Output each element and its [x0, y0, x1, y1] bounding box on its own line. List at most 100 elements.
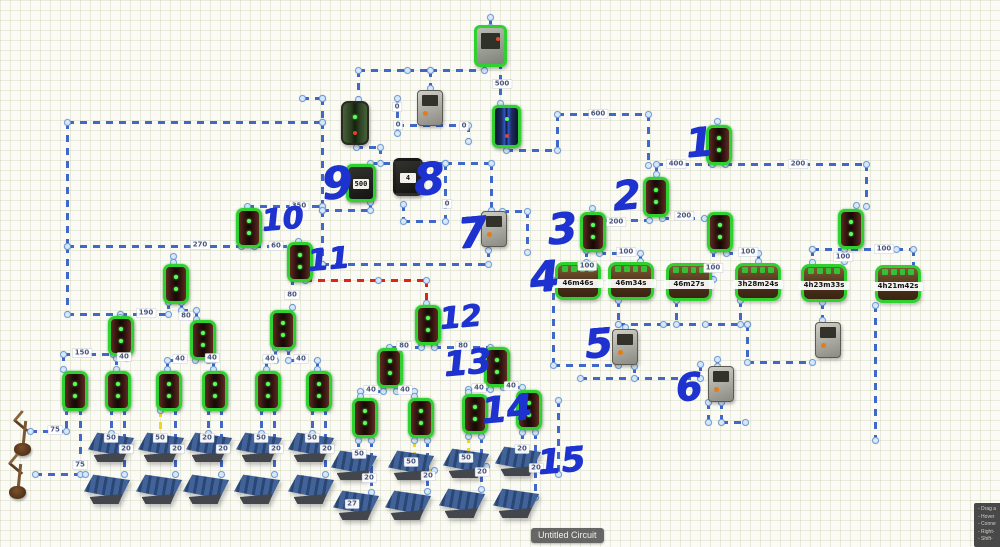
battery[interactable] — [190, 320, 216, 360]
wire[interactable] — [896, 248, 913, 251]
solar-panel[interactable] — [288, 474, 334, 504]
wire[interactable] — [865, 164, 868, 206]
wire[interactable] — [521, 432, 524, 448]
wire-junction[interactable] — [393, 129, 401, 137]
wire[interactable] — [721, 421, 745, 424]
wire[interactable] — [757, 253, 760, 261]
wire-junction[interactable] — [81, 470, 89, 478]
wire-junction[interactable] — [399, 200, 407, 208]
battery[interactable] — [415, 305, 441, 345]
wire[interactable] — [67, 121, 322, 124]
wire[interactable] — [181, 309, 196, 312]
battery[interactable] — [643, 177, 669, 217]
wire[interactable] — [322, 209, 370, 212]
counter[interactable]: 500 — [346, 164, 376, 202]
wire[interactable] — [369, 202, 372, 210]
wire[interactable] — [357, 70, 360, 99]
wire[interactable] — [506, 149, 557, 152]
wire-junction[interactable] — [374, 276, 382, 284]
counter[interactable]: 4 — [393, 158, 423, 196]
circuit-title[interactable]: Untitled Circuit — [531, 528, 604, 543]
timer[interactable]: 4h21m42s — [873, 265, 923, 303]
wire[interactable] — [30, 430, 66, 433]
wire[interactable] — [305, 279, 378, 282]
wire[interactable] — [195, 310, 198, 319]
solar-panel[interactable] — [385, 490, 431, 520]
wire[interactable] — [302, 97, 322, 100]
wire[interactable] — [425, 280, 428, 303]
wire-junction[interactable] — [270, 470, 278, 478]
wire-junction[interactable] — [741, 418, 749, 426]
wire-junction[interactable] — [553, 146, 561, 154]
wire[interactable] — [487, 250, 490, 264]
wire-junction[interactable] — [318, 118, 326, 126]
wire-junction[interactable] — [426, 66, 434, 74]
battery[interactable] — [108, 316, 134, 356]
wire-junction[interactable] — [403, 66, 411, 74]
wire-junction[interactable] — [376, 159, 384, 167]
wire-junction[interactable] — [164, 310, 172, 318]
wire-junction[interactable] — [743, 320, 751, 328]
wire-junction[interactable] — [487, 159, 495, 167]
sensor-meter[interactable] — [417, 90, 443, 126]
wire-junction[interactable] — [441, 159, 449, 167]
wire[interactable] — [633, 366, 636, 378]
wire[interactable] — [552, 280, 555, 365]
wire[interactable] — [812, 248, 896, 251]
wire[interactable] — [322, 263, 488, 266]
wire-junction[interactable] — [354, 66, 362, 74]
wire-junction[interactable] — [909, 245, 917, 253]
wire[interactable] — [663, 323, 705, 326]
wind-turbine[interactable] — [5, 452, 31, 499]
battery[interactable] — [105, 371, 131, 411]
wire[interactable] — [207, 408, 210, 433]
wire-junction[interactable] — [217, 470, 225, 478]
wire[interactable] — [167, 302, 170, 314]
wire[interactable] — [402, 204, 405, 221]
solar-panel[interactable] — [439, 488, 485, 518]
battery[interactable] — [352, 398, 378, 438]
wire[interactable] — [655, 164, 658, 174]
wire-junction[interactable] — [423, 487, 431, 495]
wire[interactable] — [557, 400, 560, 474]
wire[interactable] — [67, 313, 120, 316]
wire[interactable] — [467, 125, 470, 141]
battery[interactable] — [516, 390, 542, 430]
wire-junction[interactable] — [852, 201, 860, 209]
wire-junction[interactable] — [486, 13, 494, 21]
wire[interactable] — [212, 360, 215, 369]
wire-junction[interactable] — [163, 356, 171, 364]
wire-junction[interactable] — [366, 206, 374, 214]
wire-junction[interactable] — [298, 94, 306, 102]
battery[interactable] — [484, 347, 510, 387]
wire-junction[interactable] — [26, 427, 34, 435]
wire[interactable] — [699, 364, 702, 378]
wire-junction[interactable] — [31, 470, 39, 478]
wire-junction[interactable] — [554, 470, 562, 478]
wire-junction[interactable] — [644, 110, 652, 118]
battery[interactable] — [377, 348, 403, 388]
wire-junction[interactable] — [713, 117, 721, 125]
wire-junction[interactable] — [871, 436, 879, 444]
sensor-meter[interactable] — [612, 329, 638, 365]
battery[interactable] — [270, 310, 296, 350]
wire-junction[interactable] — [717, 418, 725, 426]
wire[interactable] — [490, 163, 493, 210]
wire[interactable] — [407, 69, 430, 72]
battery[interactable] — [408, 398, 434, 438]
battery[interactable] — [62, 371, 88, 411]
wire[interactable] — [675, 300, 678, 324]
wire[interactable] — [35, 473, 85, 476]
timer[interactable]: 3h28m24s — [733, 263, 783, 301]
wire-junction[interactable] — [484, 246, 492, 254]
wire[interactable] — [430, 69, 484, 72]
wire[interactable] — [166, 360, 169, 369]
wire-junction[interactable] — [808, 358, 816, 366]
wire[interactable] — [358, 69, 407, 72]
sensor-meter[interactable] — [481, 211, 507, 247]
wire[interactable] — [356, 146, 380, 149]
battery[interactable] — [838, 209, 864, 249]
wire-junction[interactable] — [630, 374, 638, 382]
wire-junction[interactable] — [672, 320, 680, 328]
battery[interactable] — [462, 394, 488, 434]
